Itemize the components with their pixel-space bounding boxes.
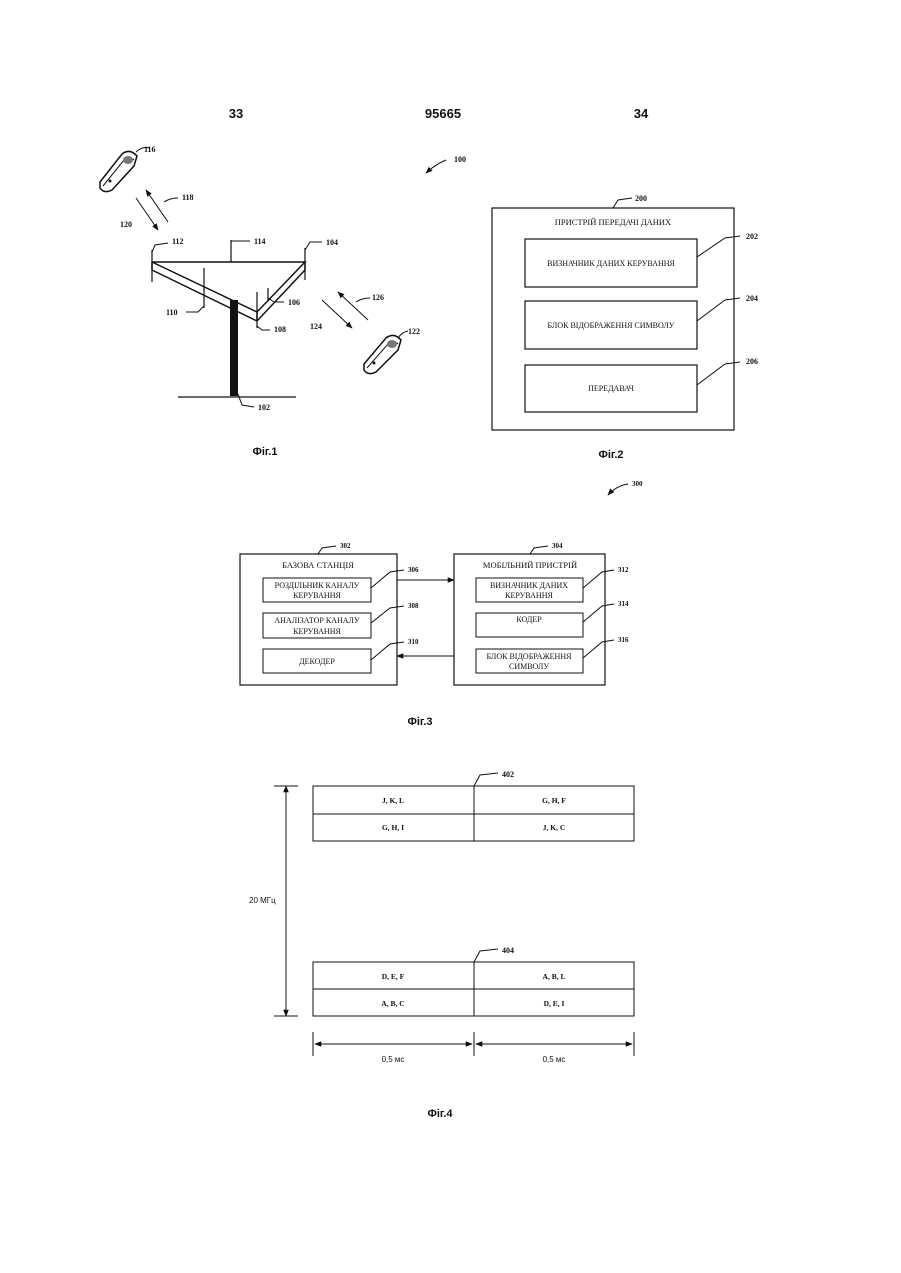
- ref-314: 314: [618, 600, 629, 608]
- fig2-diagram: 200 ПРИСТРІЙ ПЕРЕДАЧІ ДАНИХ ВИЗНАЧНИК ДА…: [492, 194, 758, 430]
- fig1-caption: Фіг.1: [252, 446, 277, 458]
- grid-cell: A, B, L: [543, 972, 566, 981]
- block-label-line2: КЕРУВАННЯ: [293, 627, 341, 636]
- ref-102: 102: [258, 403, 270, 412]
- ref-202: 202: [746, 232, 758, 241]
- block-label-line2: КЕРУВАННЯ: [505, 591, 553, 600]
- page-number-left: 33: [229, 106, 243, 121]
- grid-cell: J, K, L: [382, 796, 404, 805]
- ref-124: 124: [310, 322, 322, 331]
- ref-122: 122: [408, 327, 420, 336]
- block-label-line1: ДЕКОДЕР: [299, 657, 335, 666]
- grid-cell: J, K, C: [543, 823, 566, 832]
- ref-402: 402: [502, 770, 514, 779]
- time-label: 0,5 мс: [382, 1055, 405, 1064]
- ref-126: 126: [372, 293, 384, 302]
- ref-300: 300: [632, 480, 643, 488]
- bandwidth-label: 20 МГц: [249, 896, 276, 905]
- ref-304: 304: [552, 542, 563, 550]
- ref-316: 316: [618, 636, 629, 644]
- ref-404: 404: [502, 946, 514, 955]
- ref-310: 310: [408, 638, 419, 646]
- time-label: 0,5 мс: [543, 1055, 566, 1064]
- fig2-block-label: ПЕРЕДАВАЧ: [588, 384, 634, 393]
- ref-308: 308: [408, 602, 419, 610]
- grid-cell: A, B, C: [381, 999, 404, 1008]
- ref-302: 302: [340, 542, 351, 550]
- grid-cell: G, H, F: [542, 796, 566, 805]
- fig2-caption: Фіг.2: [598, 449, 623, 461]
- page-number-right: 34: [634, 106, 649, 121]
- ref-114: 114: [254, 237, 266, 246]
- ref-104: 104: [326, 238, 338, 247]
- mobile-phone-icon: [364, 335, 401, 373]
- patent-number: 95665: [425, 106, 461, 121]
- ref-108: 108: [274, 325, 286, 334]
- ref-100: 100: [454, 155, 466, 164]
- block-label-line2: КЕРУВАННЯ: [293, 591, 341, 600]
- mobile-phone-icon: [100, 151, 137, 191]
- ref-112: 112: [172, 237, 184, 246]
- ref-204: 204: [746, 294, 758, 303]
- ref-110: 110: [166, 308, 178, 317]
- ref-200: 200: [635, 194, 647, 203]
- fig3-diagram: 300 302 БАЗОВА СТАНЦІЯ РОЗДІЛЬНИК КАНАЛУ…: [240, 480, 643, 685]
- mobile-device-title: МОБІЛЬНИЙ ПРИСТРІЙ: [483, 560, 577, 570]
- ref-106: 106: [288, 298, 300, 307]
- fig4-diagram: 20 МГц 402 J, K, L G, H, F G, H, I J, K,…: [249, 770, 634, 1064]
- ref-306: 306: [408, 566, 419, 574]
- ref-116: 116: [144, 145, 156, 154]
- fig2-block-label: ВИЗНАЧНИК ДАНИХ КЕРУВАННЯ: [547, 259, 675, 268]
- ref-312: 312: [618, 566, 629, 574]
- grid-cell: D, E, I: [544, 999, 565, 1008]
- fig3-caption: Фіг.3: [407, 716, 432, 728]
- fig2-title: ПРИСТРІЙ ПЕРЕДАЧІ ДАНИХ: [555, 217, 671, 227]
- grid-cell: D, E, F: [382, 972, 405, 981]
- block-label-line1: ВИЗНАЧНИК ДАНИХ: [490, 581, 568, 590]
- fig1-diagram: 100 116 118 120: [100, 145, 466, 412]
- ref-118: 118: [182, 193, 194, 202]
- ref-120: 120: [120, 220, 132, 229]
- block-label-line1: РОЗДІЛЬНИК КАНАЛУ: [275, 581, 360, 590]
- block-label-line1: БЛОК ВІДОБРАЖЕННЯ: [487, 652, 573, 661]
- block-label-line2: СИМВОЛУ: [509, 662, 549, 671]
- base-station-title: БАЗОВА СТАНЦІЯ: [282, 560, 354, 570]
- block-label-line1: АНАЛІЗАТОР КАНАЛУ: [274, 616, 360, 625]
- block-label-line1: КОДЕР: [516, 615, 542, 624]
- base-station-antenna-icon: [152, 240, 305, 397]
- ref-206: 206: [746, 357, 758, 366]
- fig4-caption: Фіг.4: [427, 1108, 453, 1120]
- grid-cell: G, H, I: [382, 823, 404, 832]
- fig2-block-label: БЛОК ВІДОБРАЖЕННЯ СИМВОЛУ: [548, 321, 675, 330]
